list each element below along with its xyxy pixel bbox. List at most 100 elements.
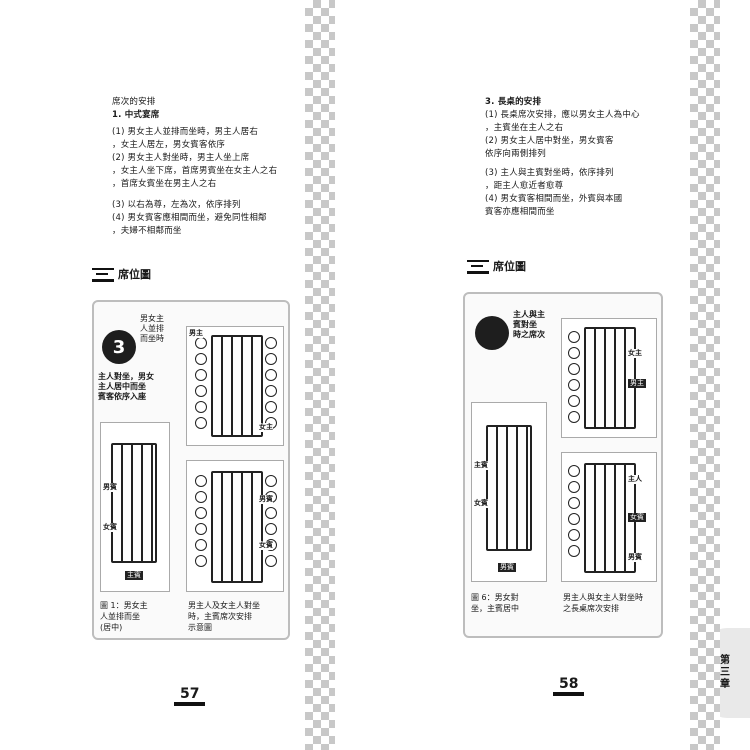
seat-label: 主人 — [628, 475, 642, 484]
seat-label: 主賓 — [474, 461, 488, 470]
seat-icon — [195, 523, 207, 535]
seat-icon — [265, 369, 277, 381]
seating-diagram-top: 女主 男主 — [561, 318, 657, 438]
right-seating-figure: 主人與主 賓對坐 時之席次 女主 男主 主賓 女賓 男賓 — [463, 292, 663, 638]
section-title: 席位圖 — [493, 260, 526, 273]
side-note: 主人對坐，男女 主人居中而坐 賓客依序入座 — [98, 372, 154, 401]
body-line: (3) 主人與主賓對坐時，依序排列 — [485, 168, 614, 178]
seat-label: 男賓 — [628, 553, 642, 562]
seat-icon — [265, 507, 277, 519]
seat-column — [568, 465, 580, 557]
seat-icon — [195, 539, 207, 551]
section-marker-icon — [92, 268, 114, 282]
left-seating-figure: 3 男女主 人並排 而坐時 — [92, 300, 290, 640]
seat-label: 男賓 — [103, 483, 117, 492]
long-table-icon — [211, 471, 263, 583]
seat-label: 男主 — [628, 379, 646, 388]
body-line: (4) 男女賓客相間而坐，外賓與本國 — [485, 194, 623, 204]
body-line: (1) 長桌席次安排，應以男女主人為中心 — [485, 110, 640, 120]
body-line: (4) 男女賓客應相間而坐，避免同性相鄰 — [112, 213, 267, 223]
body-line: ，夫婦不相鄰而坐 — [112, 226, 182, 236]
figure-caption-right: 男主人與女主人對坐時 之長桌席次安排 — [563, 593, 643, 613]
seat-label: 女賓 — [259, 541, 273, 550]
seat-icon — [265, 401, 277, 413]
seating-diagram-left: 主賓 女賓 男賓 — [471, 402, 547, 582]
body-line: ，首席女賓坐在男主人之右 — [112, 179, 217, 189]
seat-column — [568, 331, 580, 423]
seat-icon — [265, 475, 277, 487]
seat-icon — [195, 353, 207, 365]
seating-diagram-bottom: 男賓 女賓 — [186, 460, 284, 592]
figure-caption-right: 男主人及女主人對坐 時，主賓席次安排 示意圖 — [188, 601, 260, 632]
seat-icon — [568, 379, 580, 391]
seat-icon — [265, 353, 277, 365]
callout-badge-icon — [475, 316, 509, 350]
seat-icon — [265, 337, 277, 349]
body-line: 3. 長桌的安排 — [485, 97, 542, 107]
callout-text: 主人與主 賓對坐 時之席次 — [513, 310, 545, 339]
seat-icon — [568, 411, 580, 423]
seat-label: 女賓 — [628, 513, 646, 522]
seat-icon — [265, 523, 277, 535]
section-marker-icon — [467, 260, 489, 274]
right-page: 3. 長桌的安排 (1) 長桌席次安排，應以男女主人為中心 ，主賓坐在主人之右 … — [375, 0, 750, 750]
seating-diagram-left: 男賓 女賓 主賓 — [100, 422, 170, 592]
left-body-text: (1) 男女主人並排而坐時，男主人居右 ，女主人居左，男女賓客依序 (2) 男女… — [112, 126, 302, 238]
body-line: (3) 以右為尊，左為次，依序排列 — [112, 200, 241, 210]
long-table-icon — [584, 327, 636, 429]
seat-label: 女主 — [628, 349, 642, 358]
body-line: (1) 男女主人並排而坐時，男主人居右 — [112, 127, 259, 137]
seat-icon — [568, 529, 580, 541]
seat-icon — [195, 401, 207, 413]
seat-icon — [568, 481, 580, 493]
seat-label: 女主 — [259, 423, 273, 432]
body-line: (2) 男女主人居中對坐，男女賓客 — [485, 136, 614, 146]
seat-icon — [568, 363, 580, 375]
seat-icon — [195, 491, 207, 503]
seat-icon — [568, 513, 580, 525]
left-intro-text: 席次的安排 1. 中式宴席 — [112, 96, 302, 122]
section-title: 席位圖 — [118, 268, 151, 281]
seat-column — [195, 475, 207, 567]
body-line: ，距主人愈近者愈尊 — [485, 181, 564, 191]
seat-label: 主賓 — [125, 571, 143, 580]
long-table-icon — [211, 335, 263, 437]
seating-diagram-bottom: 主人 女賓 男賓 — [561, 452, 657, 582]
left-section-heading: 席位圖 — [92, 266, 151, 282]
page-number: 58 — [553, 676, 585, 696]
seat-icon — [568, 395, 580, 407]
intro-line: 席次的安排 — [112, 97, 156, 107]
right-body-text: 3. 長桌的安排 (1) 長桌席次安排，應以男女主人為中心 ，主賓坐在主人之右 … — [485, 96, 695, 219]
body-line: 依序向兩側排列 — [485, 149, 546, 159]
seat-label: 女賓 — [103, 523, 117, 532]
seat-icon — [195, 475, 207, 487]
callout-text: 男女主 人並排 而坐時 — [140, 314, 164, 343]
body-line: (2) 男女主人對坐時，男主人坐上席 — [112, 153, 250, 163]
seat-icon — [195, 369, 207, 381]
seat-icon — [265, 385, 277, 397]
page-number: 57 — [174, 686, 206, 706]
seat-icon — [568, 347, 580, 359]
seat-icon — [195, 507, 207, 519]
seat-label: 男賓 — [498, 563, 516, 572]
long-table-icon — [111, 443, 157, 563]
seat-icon — [195, 337, 207, 349]
seat-icon — [265, 555, 277, 567]
callout-number-badge: 3 — [102, 330, 136, 364]
seat-column — [265, 337, 277, 429]
long-table-icon — [486, 425, 532, 551]
figure-caption-left: 圖 1：男女主 人並排而坐 (居中) — [100, 601, 148, 632]
body-line: ，女主人居左，男女賓客依序 — [112, 140, 226, 150]
seating-diagram-top: 男主 女主 — [186, 326, 284, 446]
intro-line: 1. 中式宴席 — [112, 110, 160, 120]
seat-column — [265, 475, 277, 567]
seat-column — [195, 337, 207, 429]
right-gutter-pattern — [690, 0, 720, 750]
seat-icon — [568, 497, 580, 509]
body-line: 賓客亦應相間而坐 — [485, 207, 555, 217]
seat-label: 男主 — [189, 329, 203, 338]
seat-icon — [195, 555, 207, 567]
seat-label: 男賓 — [259, 495, 273, 504]
seat-icon — [568, 331, 580, 343]
body-line: ，主賓坐在主人之右 — [485, 123, 564, 133]
